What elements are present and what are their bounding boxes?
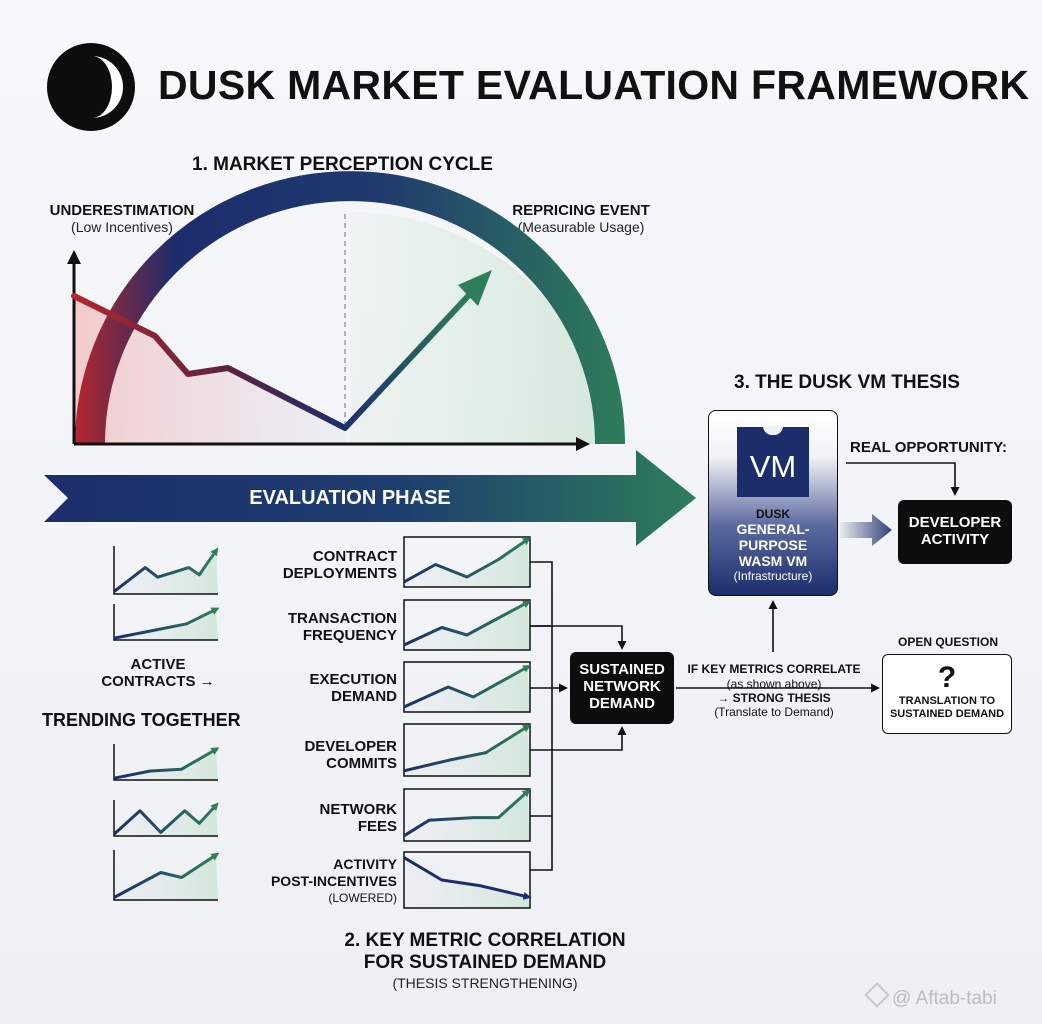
trend-chart: [113, 546, 219, 595]
vm-to-developer-arrow: [840, 514, 892, 546]
trend-chart: [112, 800, 219, 837]
evaluation-phase-arrow: [44, 450, 696, 546]
trend-mini-charts: [112, 546, 220, 901]
open-question-box: ? TRANSLATION TO SUSTAINED DEMAND: [882, 654, 1012, 734]
trend-chart: [113, 604, 220, 641]
evaluation-phase-label: EVALUATION PHASE: [249, 487, 451, 509]
metric-section-title: 2. KEY METRIC CORRELATION FOR SUSTAINED …: [344, 930, 626, 991]
question-mark-icon: ?: [937, 661, 957, 694]
metric-chart: [403, 788, 531, 842]
trend-chart: [113, 850, 220, 901]
underestimation-label: UNDERESTIMATION (Low Incentives): [49, 202, 195, 235]
repricing-label: REPRICING EVENT (Measurable Usage): [512, 202, 650, 235]
metric-charts: [403, 536, 627, 909]
cycle-title: 1. MARKET PERCEPTION CYCLE: [192, 154, 493, 175]
metric-chart: [403, 851, 532, 909]
trend-chart: [113, 744, 220, 781]
vm-card: VM DUSK GENERAL- PURPOSE WASM VM (Infras…: [708, 410, 838, 596]
perception-cycle-chart: [67, 171, 625, 451]
page-title: DUSK MARKET EVALUATION FRAMEWORK: [158, 62, 1030, 108]
active-contracts-label: ACTIVE CONTRACTS →: [101, 656, 215, 690]
perception-line: [71, 291, 473, 431]
sustained-network-demand-box: SUSTAINED NETWORK DEMAND: [570, 652, 674, 724]
vm-connectors: [676, 462, 960, 693]
open-question-title: OPEN QUESTION: [898, 635, 999, 649]
perception-arc: [75, 171, 625, 445]
vm-thesis-title: 3. THE DUSK VM THESIS: [734, 372, 960, 393]
real-opportunity-label: REAL OPPORTUNITY:: [850, 439, 1007, 456]
logo-icon: [46, 42, 136, 132]
metric-chart: [403, 599, 532, 651]
watermark-logo-icon: [864, 982, 890, 1008]
vm-chip: VM: [737, 426, 809, 497]
developer-activity-box: DEVELOPER ACTIVITY: [898, 500, 1012, 564]
up-arrow-icon: [458, 270, 492, 306]
watermark: @ Aftab-tabi: [864, 982, 997, 1010]
metric-chart: [403, 661, 531, 713]
trending-together-label: TRENDING TOGETHER: [42, 710, 241, 730]
